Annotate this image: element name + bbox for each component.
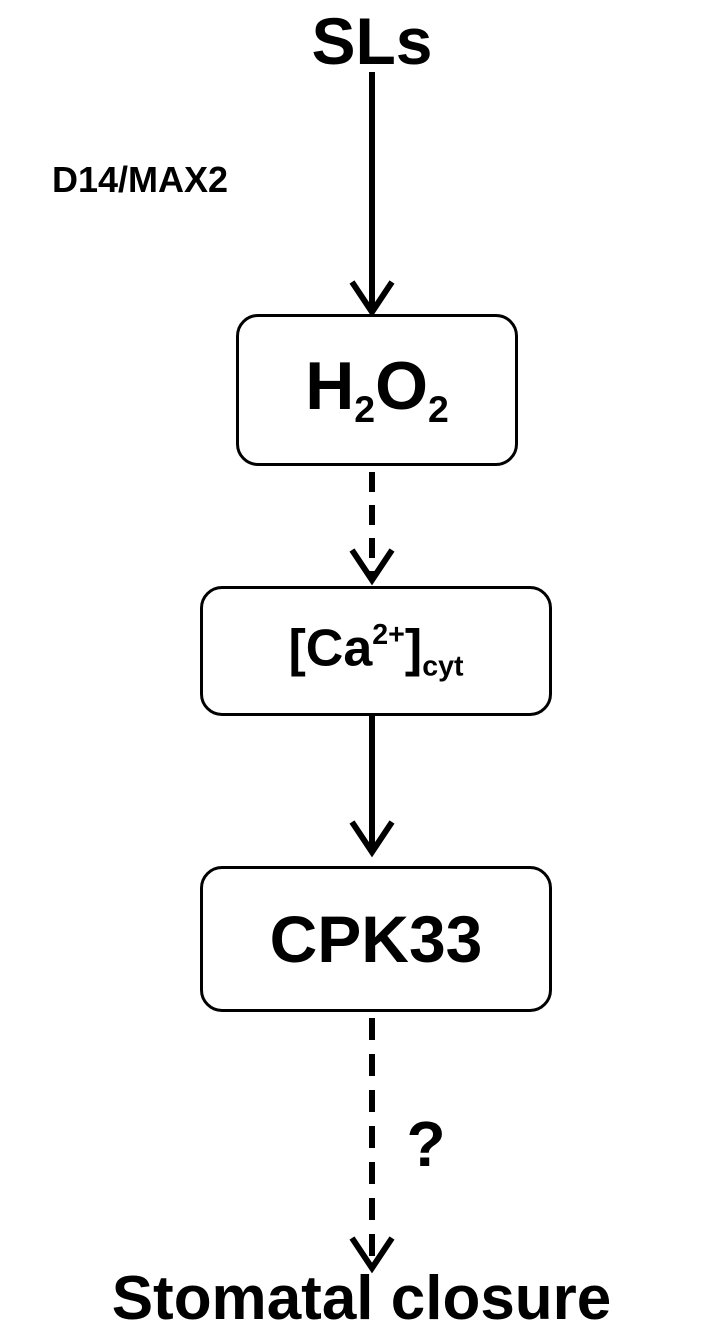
node-stomatal-closure: Stomatal closure: [111, 1264, 612, 1333]
node-cpk33: CPK33: [200, 866, 552, 1012]
node-calcium-cytosolic: [Ca2+]cyt: [200, 586, 552, 716]
h2o2-label: H2O2: [305, 347, 449, 430]
edge-label-question-mark: ?: [406, 1108, 446, 1180]
node-sls: SLs: [311, 4, 433, 78]
calcium-label: [Ca2+]cyt: [288, 618, 464, 683]
edge-calcium-to-cpk33: [349, 716, 395, 858]
edge-h2o2-to-calcium: [349, 472, 395, 586]
edge-label-d14-max2: D14/MAX2: [52, 159, 229, 200]
node-h2o2: H2O2: [236, 314, 518, 466]
cpk33-label: CPK33: [269, 902, 483, 976]
edge-cpk33-to-stomatal-closure: [349, 1018, 395, 1274]
edge-sls-to-h2o2: [349, 72, 395, 318]
